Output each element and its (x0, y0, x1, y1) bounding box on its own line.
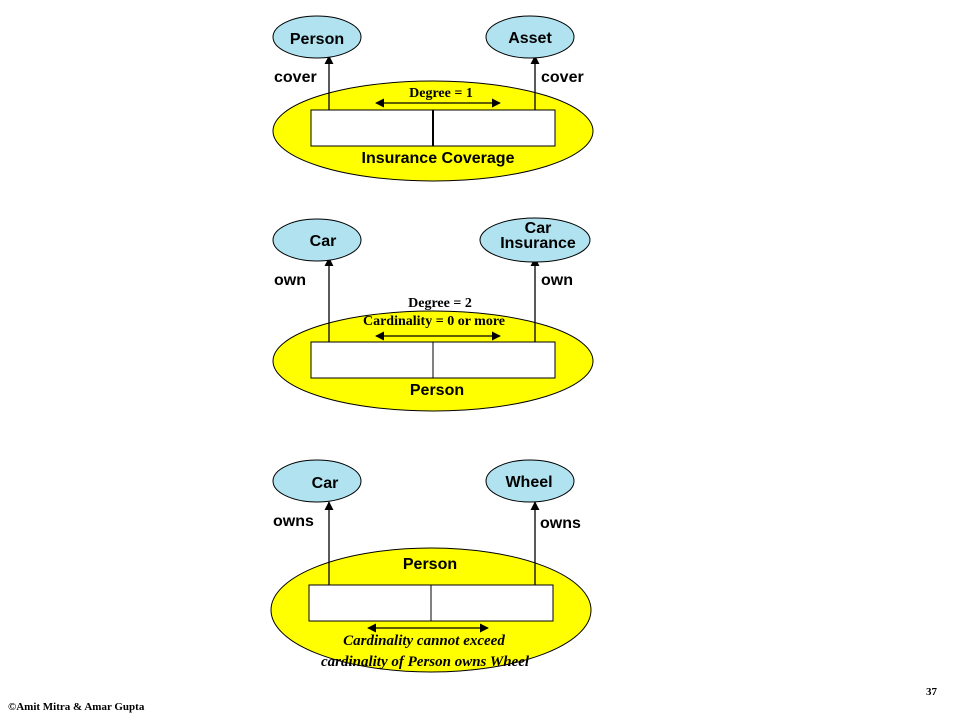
cardinality-note-line2: cardinality of Person owns Wheel (321, 654, 530, 670)
entity-label-wheel: Wheel (505, 474, 552, 491)
role-label-left: cover (274, 69, 317, 86)
diagram-3: Car Wheel owns owns Person Cardinality c… (270, 459, 592, 673)
role-label-right: cover (541, 69, 584, 86)
role-box-right (432, 109, 556, 147)
relationship-label-insurance-coverage: Insurance Coverage (362, 150, 515, 167)
page-number: 37 (926, 686, 937, 698)
diagram-2: Car Car Insurance own own Degree = 2 Car… (272, 217, 594, 412)
entity-label-car: Car (310, 233, 337, 250)
role-label-right: own (541, 272, 573, 289)
role-label-left: owns (273, 513, 314, 530)
entity-ellipse-car-insurance (479, 217, 591, 263)
role-box-right (430, 584, 554, 622)
role-label-right: owns (540, 515, 581, 532)
cardinality-note-line1: Cardinality cannot exceed (343, 633, 505, 649)
role-label-left: own (274, 272, 306, 289)
entity-ellipse-wheel (485, 459, 575, 503)
role-box-left (310, 341, 434, 379)
entity-label-car-insurance-line2: Insurance (500, 235, 576, 252)
entity-ellipse-car (272, 459, 362, 503)
role-box-right (432, 341, 556, 379)
entity-ellipse-person (272, 15, 362, 59)
cardinality-note-line2-emphasis: Person owns Wheel (408, 654, 530, 670)
cardinality-note: Cardinality = 0 or more (363, 314, 505, 329)
degree-note: Degree = 2 (408, 296, 472, 311)
entity-ellipse-car (272, 218, 362, 262)
entity-label-car-insurance-line1: Car (525, 220, 552, 237)
entity-label-person: Person (290, 31, 344, 48)
entity-label-asset: Asset (508, 30, 552, 47)
cardinality-note-line2-prefix: cardinality of (321, 654, 408, 670)
role-box-left (310, 109, 434, 147)
footer-credit: ©Amit Mitra & Amar Gupta (8, 701, 145, 713)
relationship-label-person: Person (410, 382, 464, 399)
role-box-left (308, 584, 432, 622)
relationship-label-person: Person (403, 556, 457, 573)
entity-label-car: Car (312, 475, 339, 492)
degree-note: Degree = 1 (409, 86, 473, 101)
diagram-1: Person Asset cover cover Degree = 1 Insu… (272, 15, 594, 182)
entity-ellipse-asset (485, 15, 575, 59)
